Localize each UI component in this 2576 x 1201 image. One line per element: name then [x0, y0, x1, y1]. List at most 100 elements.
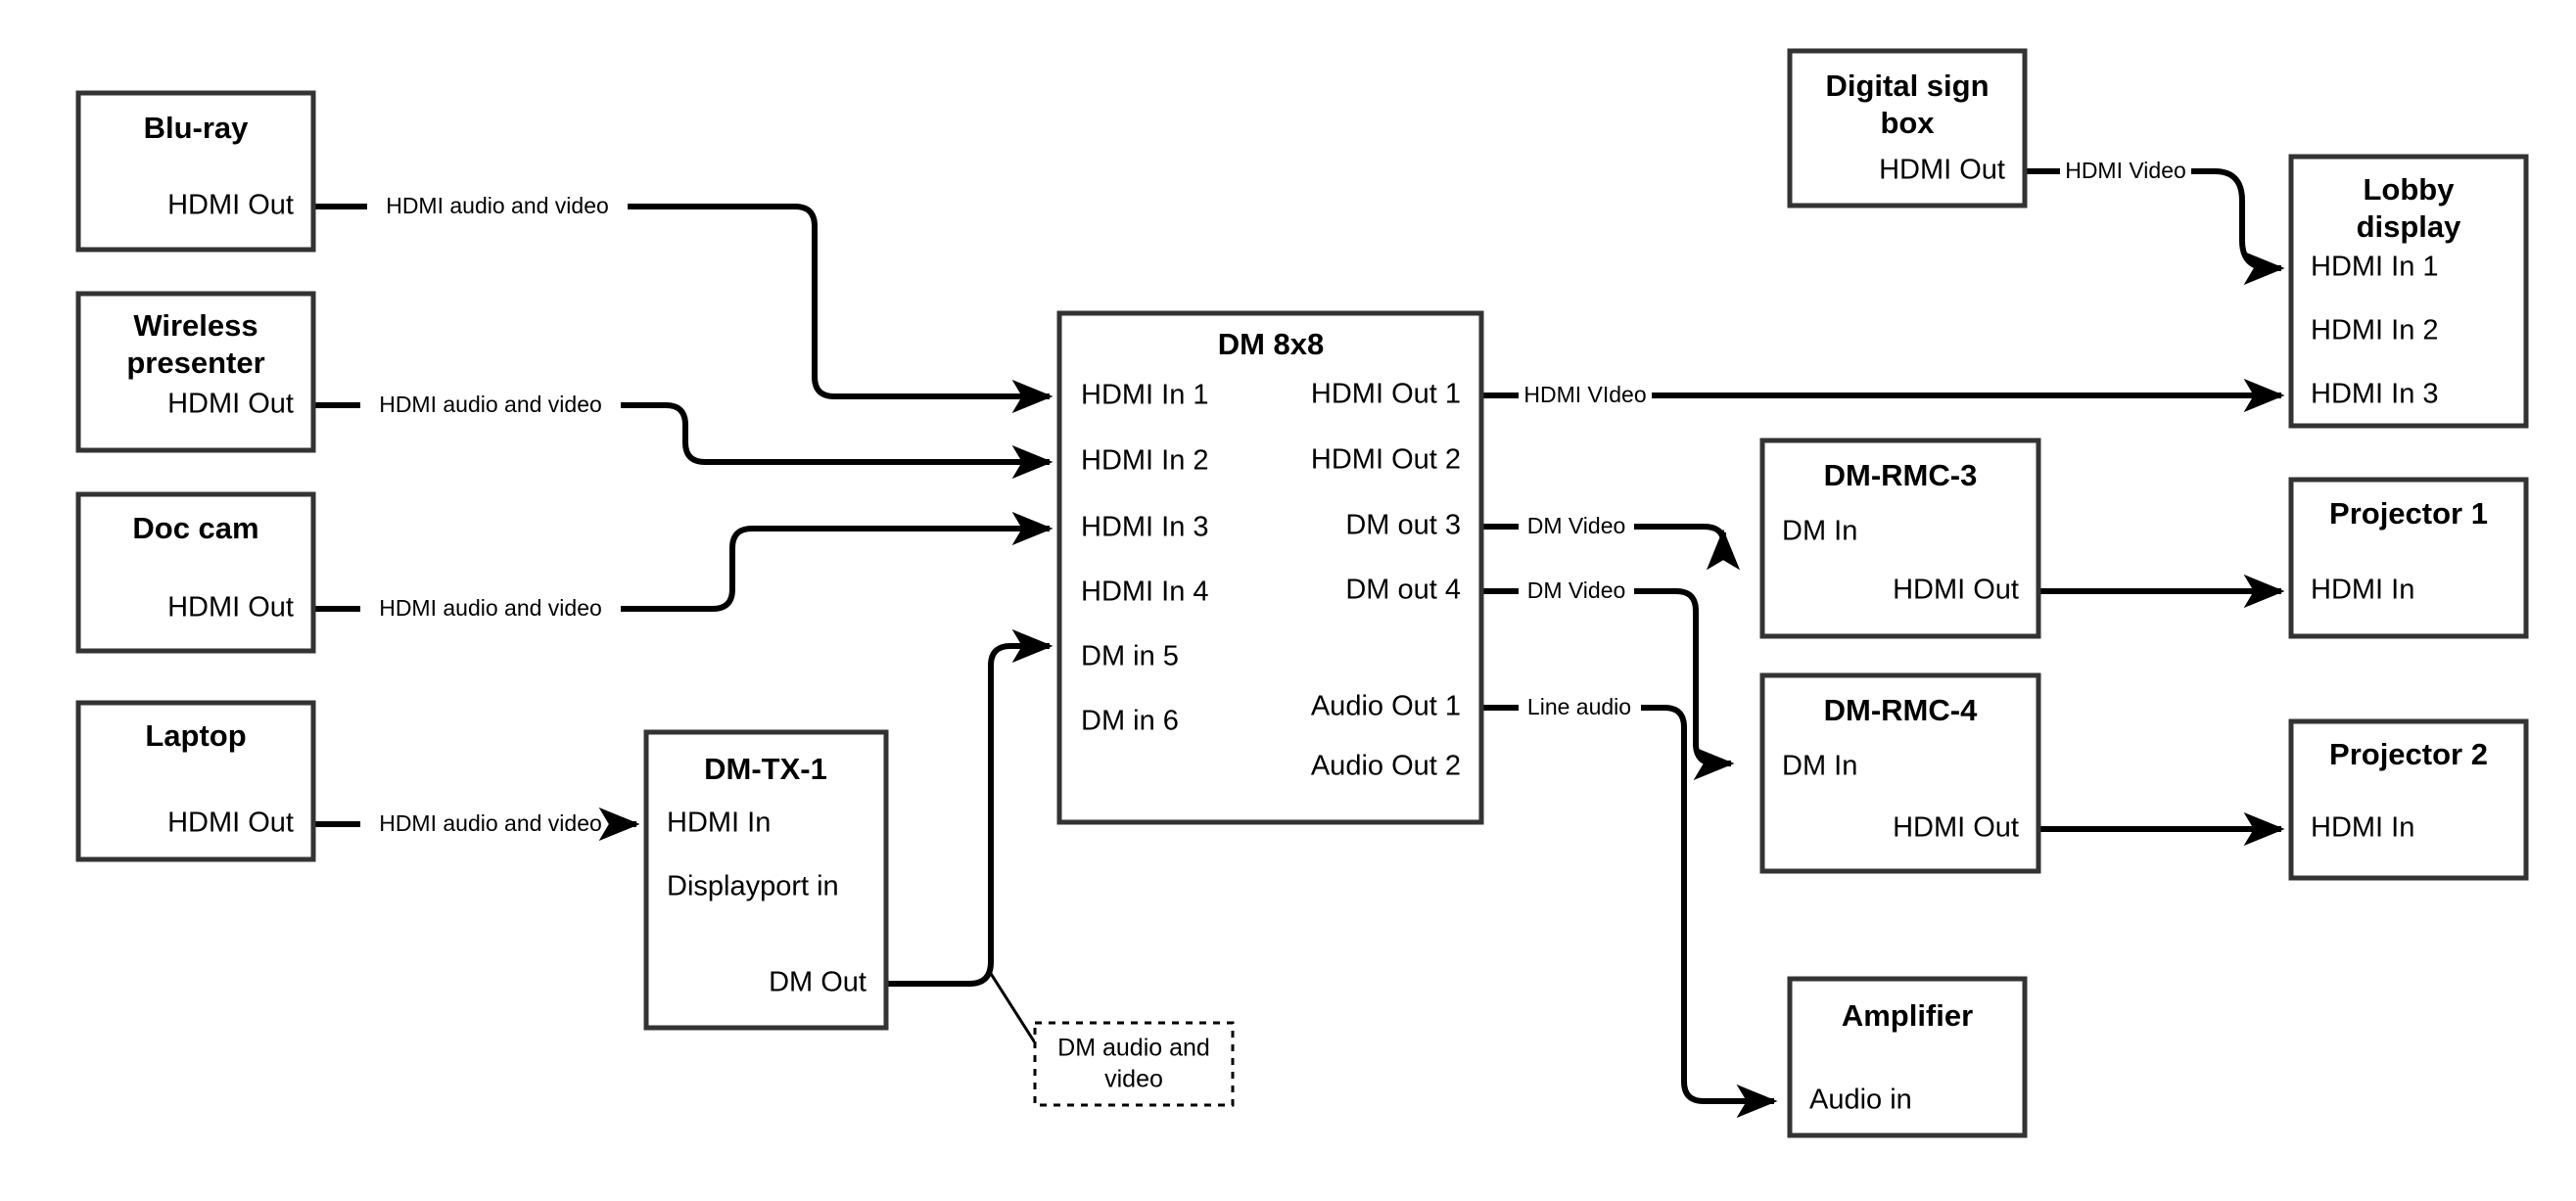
edge-label-dm-video-3: DM Video [1527, 513, 1626, 538]
node-digital-sign-box-title-line1: Digital sign [1825, 69, 1989, 103]
port-dm-tx-1-hdmi-in: HDMI In [667, 808, 771, 839]
node-doc-cam-box[interactable] [75, 491, 316, 654]
node-amplifier-title: Amplifier [1842, 998, 1973, 1033]
port-dm-8x8-hdmi-out-1: HDMI Out 1 [1311, 379, 1461, 410]
edge-doccam-to-dm-8x8: HDMI audio and video [313, 511, 1054, 621]
node-amplifier[interactable]: Amplifier Audio in [1787, 976, 2028, 1138]
port-lobby-display-hdmi-in-2: HDMI In 2 [2311, 315, 2439, 346]
port-dm-rmc-4-hdmi-out: HDMI Out [1893, 812, 2019, 844]
edge-label-laptop: HDMI audio and video [379, 810, 602, 836]
edge-path [1634, 588, 1735, 781]
node-doc-cam-title: Doc cam [132, 511, 258, 545]
node-dm-rmc-3-box[interactable] [1759, 438, 2041, 639]
node-dm-tx-1-title: DM-TX-1 [704, 752, 827, 786]
port-dm-rmc-3-dm-in: DM In [1782, 516, 1857, 547]
edge-wireless-to-dm-8x8: HDMI audio and video [313, 392, 1054, 480]
node-projector-2-title: Projector 2 [2329, 737, 2488, 771]
node-laptop-title: Laptop [145, 718, 246, 753]
edge-label-doccam: HDMI audio and video [379, 595, 602, 621]
port-dm-8x8-hdmi-out-2: HDMI Out 2 [1311, 444, 1461, 476]
node-amplifier-box[interactable] [1787, 976, 2028, 1138]
node-dm-tx-1[interactable]: DM-TX-1 HDMI In Displayport in DM Out [643, 729, 889, 1031]
node-dm-tx-1-box[interactable] [643, 729, 889, 1031]
node-projector-2-box[interactable] [2288, 718, 2529, 881]
node-projector-1[interactable]: Projector 1 HDMI In [2288, 477, 2529, 639]
edge-dm-8x8-to-amplifier: Line audio [1481, 694, 1778, 1119]
port-projector-1-hdmi-in: HDMI In [2311, 575, 2414, 606]
port-dm-8x8-audio-out-2: Audio Out 2 [1311, 751, 1461, 782]
edge-label-hdmi-video-sign: HDMI Video [2065, 158, 2186, 183]
port-dm-8x8-hdmi-in-4: HDMI In 4 [1081, 577, 1209, 608]
port-dm-8x8-audio-out-1: Audio Out 1 [1311, 691, 1461, 722]
edge-path [621, 511, 1054, 612]
node-lobby-display-title-line2: display [2357, 209, 2462, 244]
node-wireless-presenter-title-line2: presenter [126, 346, 264, 380]
edge-path [628, 204, 1054, 414]
port-lobby-display-hdmi-in-3: HDMI In 3 [2311, 379, 2439, 410]
node-projector-1-title: Projector 1 [2329, 496, 2488, 531]
node-laptop-box[interactable] [75, 700, 316, 862]
edge-path [1634, 524, 1741, 571]
node-lobby-display-title-line1: Lobby [2364, 172, 2456, 207]
node-dm-rmc-4[interactable]: DM-RMC-4 DM In HDMI Out [1759, 672, 2041, 874]
edge-dm-8x8-to-dm-rmc-4: DM Video [1481, 577, 1735, 781]
port-amplifier-audio-in: Audio in [1809, 1085, 1912, 1116]
node-dm-8x8[interactable]: DM 8x8 HDMI In 1 HDMI In 2 HDMI In 3 HDM… [1056, 310, 1484, 825]
callout-leader-line [986, 968, 1040, 1048]
edge-dm-8x8-to-dm-rmc-3: DM Video [1481, 513, 1741, 571]
port-dm-8x8-hdmi-in-3: HDMI In 3 [1081, 512, 1209, 543]
edge-label-dm-video-4: DM Video [1527, 577, 1626, 603]
port-dm-8x8-dm-out-4: DM out 4 [1345, 575, 1461, 606]
port-projector-2-hdmi-in: HDMI In [2311, 812, 2414, 844]
port-digital-sign-box-hdmi-out: HDMI Out [1879, 155, 2005, 186]
node-dm-rmc-4-title: DM-RMC-4 [1824, 693, 1978, 727]
node-bluray-box[interactable] [75, 90, 316, 253]
node-digital-sign-box-box[interactable] [1787, 48, 2028, 208]
port-doc-cam-hdmi-out: HDMI Out [167, 592, 294, 624]
edge-path [2191, 168, 2285, 286]
port-dm-8x8-hdmi-in-2: HDMI In 2 [1081, 445, 1209, 477]
node-lobby-display-box[interactable] [2288, 154, 2529, 429]
edge-digital-sign-to-lobby-display: HDMI Video [2025, 158, 2285, 286]
edge-path [886, 628, 1054, 987]
node-wireless-presenter-box[interactable] [75, 291, 316, 453]
node-lobby-display[interactable]: Lobby display HDMI In 1 HDMI In 2 HDMI I… [2288, 154, 2529, 429]
node-laptop[interactable]: Laptop HDMI Out [75, 700, 316, 862]
edge-path [1641, 705, 1778, 1119]
port-lobby-display-hdmi-in-1: HDMI In 1 [2311, 252, 2439, 283]
port-dm-8x8-dm-in-6: DM in 6 [1081, 706, 1179, 737]
port-laptop-hdmi-out: HDMI Out [167, 808, 294, 839]
edge-label-bluray: HDMI audio and video [386, 193, 609, 218]
edge-path [621, 402, 1054, 480]
node-dm-8x8-box[interactable] [1056, 310, 1484, 825]
edge-dm-tx-1-to-dm-8x8 [886, 628, 1054, 1048]
edge-label-line-audio: Line audio [1527, 694, 1631, 719]
port-dm-tx-1-displayport-in: Displayport in [667, 871, 839, 902]
callout-text-line2: video [1104, 1066, 1163, 1093]
node-projector-2[interactable]: Projector 2 HDMI In [2288, 718, 2529, 881]
port-dm-8x8-hdmi-in-1: HDMI In 1 [1081, 380, 1209, 411]
node-digital-sign-box[interactable]: Digital sign box HDMI Out [1787, 48, 2028, 208]
edge-label-hdmi-video-lobby: HDMI VIdeo [1523, 382, 1646, 407]
edge-bluray-to-dm-8x8: HDMI audio and video [313, 193, 1054, 414]
node-doc-cam[interactable]: Doc cam HDMI Out [75, 491, 316, 654]
node-dm-rmc-3[interactable]: DM-RMC-3 DM In HDMI Out [1759, 438, 2041, 639]
callout-dm-audio-and-video: DM audio and video [1033, 1021, 1235, 1107]
port-dm-tx-1-dm-out: DM Out [769, 967, 866, 998]
port-dm-8x8-dm-in-5: DM in 5 [1081, 641, 1179, 672]
node-bluray[interactable]: Blu-ray HDMI Out [75, 90, 316, 253]
callout-box [1033, 1021, 1235, 1107]
node-dm-8x8-title: DM 8x8 [1218, 327, 1325, 361]
node-dm-rmc-3-title: DM-RMC-3 [1824, 458, 1978, 492]
port-dm-rmc-4-dm-in: DM In [1782, 751, 1857, 782]
callout-text-line1: DM audio and [1057, 1035, 1210, 1062]
node-dm-rmc-4-box[interactable] [1759, 672, 2041, 874]
edge-laptop-to-dm-tx-1: HDMI audio and video [313, 807, 640, 842]
edge-dm-8x8-to-lobby-display: HDMI VIdeo [1481, 378, 2285, 413]
node-projector-1-box[interactable] [2288, 477, 2529, 639]
port-bluray-hdmi-out: HDMI Out [167, 190, 294, 221]
node-wireless-presenter[interactable]: Wireless presenter HDMI Out [75, 291, 316, 453]
node-digital-sign-box-title-line2: box [1880, 106, 1935, 140]
